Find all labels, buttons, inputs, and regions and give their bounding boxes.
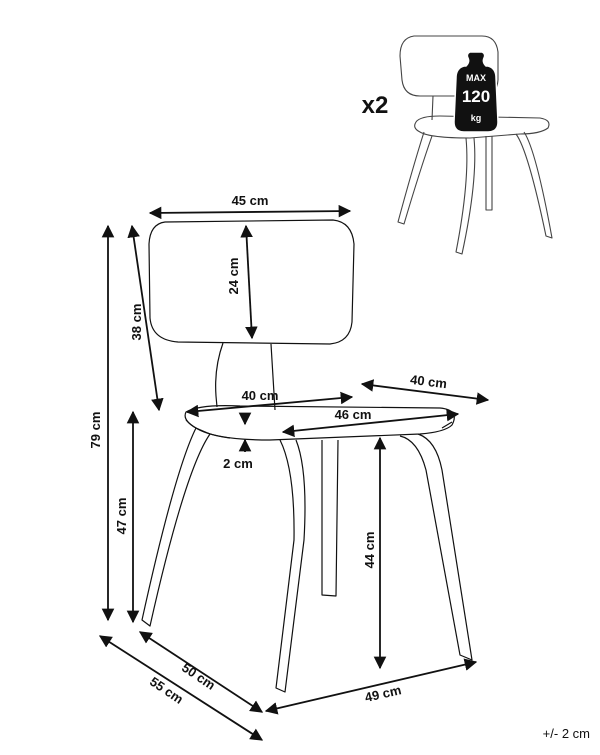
label-base-depth-inner: 50 cm (179, 660, 218, 693)
label-total-height: 79 cm (88, 412, 103, 449)
backrest-height-line (240, 224, 258, 340)
front-right-leg (275, 439, 306, 693)
seat-outline (184, 405, 455, 441)
base-width-line (264, 658, 478, 715)
label-seat-front-width: 40 cm (242, 388, 279, 403)
seat-width-line (281, 408, 460, 438)
max-label: MAX (466, 73, 486, 83)
back-left-leg (321, 439, 339, 597)
label-seat-height: 44 cm (362, 532, 377, 569)
back-right-leg (399, 433, 473, 661)
label-base-width: 49 cm (363, 682, 402, 705)
label-seat-thickness: 2 cm (223, 456, 253, 471)
seat-front-width-line (185, 391, 354, 418)
front-left-leg (141, 427, 211, 627)
max-load-unit: kg (471, 113, 482, 123)
max-load-value: 120 (462, 87, 490, 106)
back-height-line (127, 224, 164, 412)
label-backrest-height: 24 cm (226, 258, 241, 295)
label-seat-depth: 40 cm (409, 372, 447, 391)
label-back-height: 38 cm (129, 304, 144, 341)
main-chair-drawing (141, 219, 473, 693)
label-seat-width: 46 cm (335, 407, 372, 422)
label-seat-height-side: 47 cm (114, 498, 129, 535)
weight-icon (453, 51, 499, 133)
seat-depth-line (360, 379, 490, 405)
base-depth-outer-line (98, 635, 264, 741)
small-seat (414, 115, 550, 139)
quantity-label: x2 (362, 92, 389, 119)
dimension-labels: 45 cm 24 cm 38 cm 79 cm 47 cm 40 cm 40 c… (88, 193, 590, 741)
max-load-badge: MAX 120 kg (453, 51, 499, 133)
dimension-lines (98, 204, 490, 741)
tolerance-note: +/- 2 cm (543, 726, 590, 741)
label-backrest-width: 45 cm (232, 193, 269, 208)
backrest-width-line (148, 204, 352, 220)
